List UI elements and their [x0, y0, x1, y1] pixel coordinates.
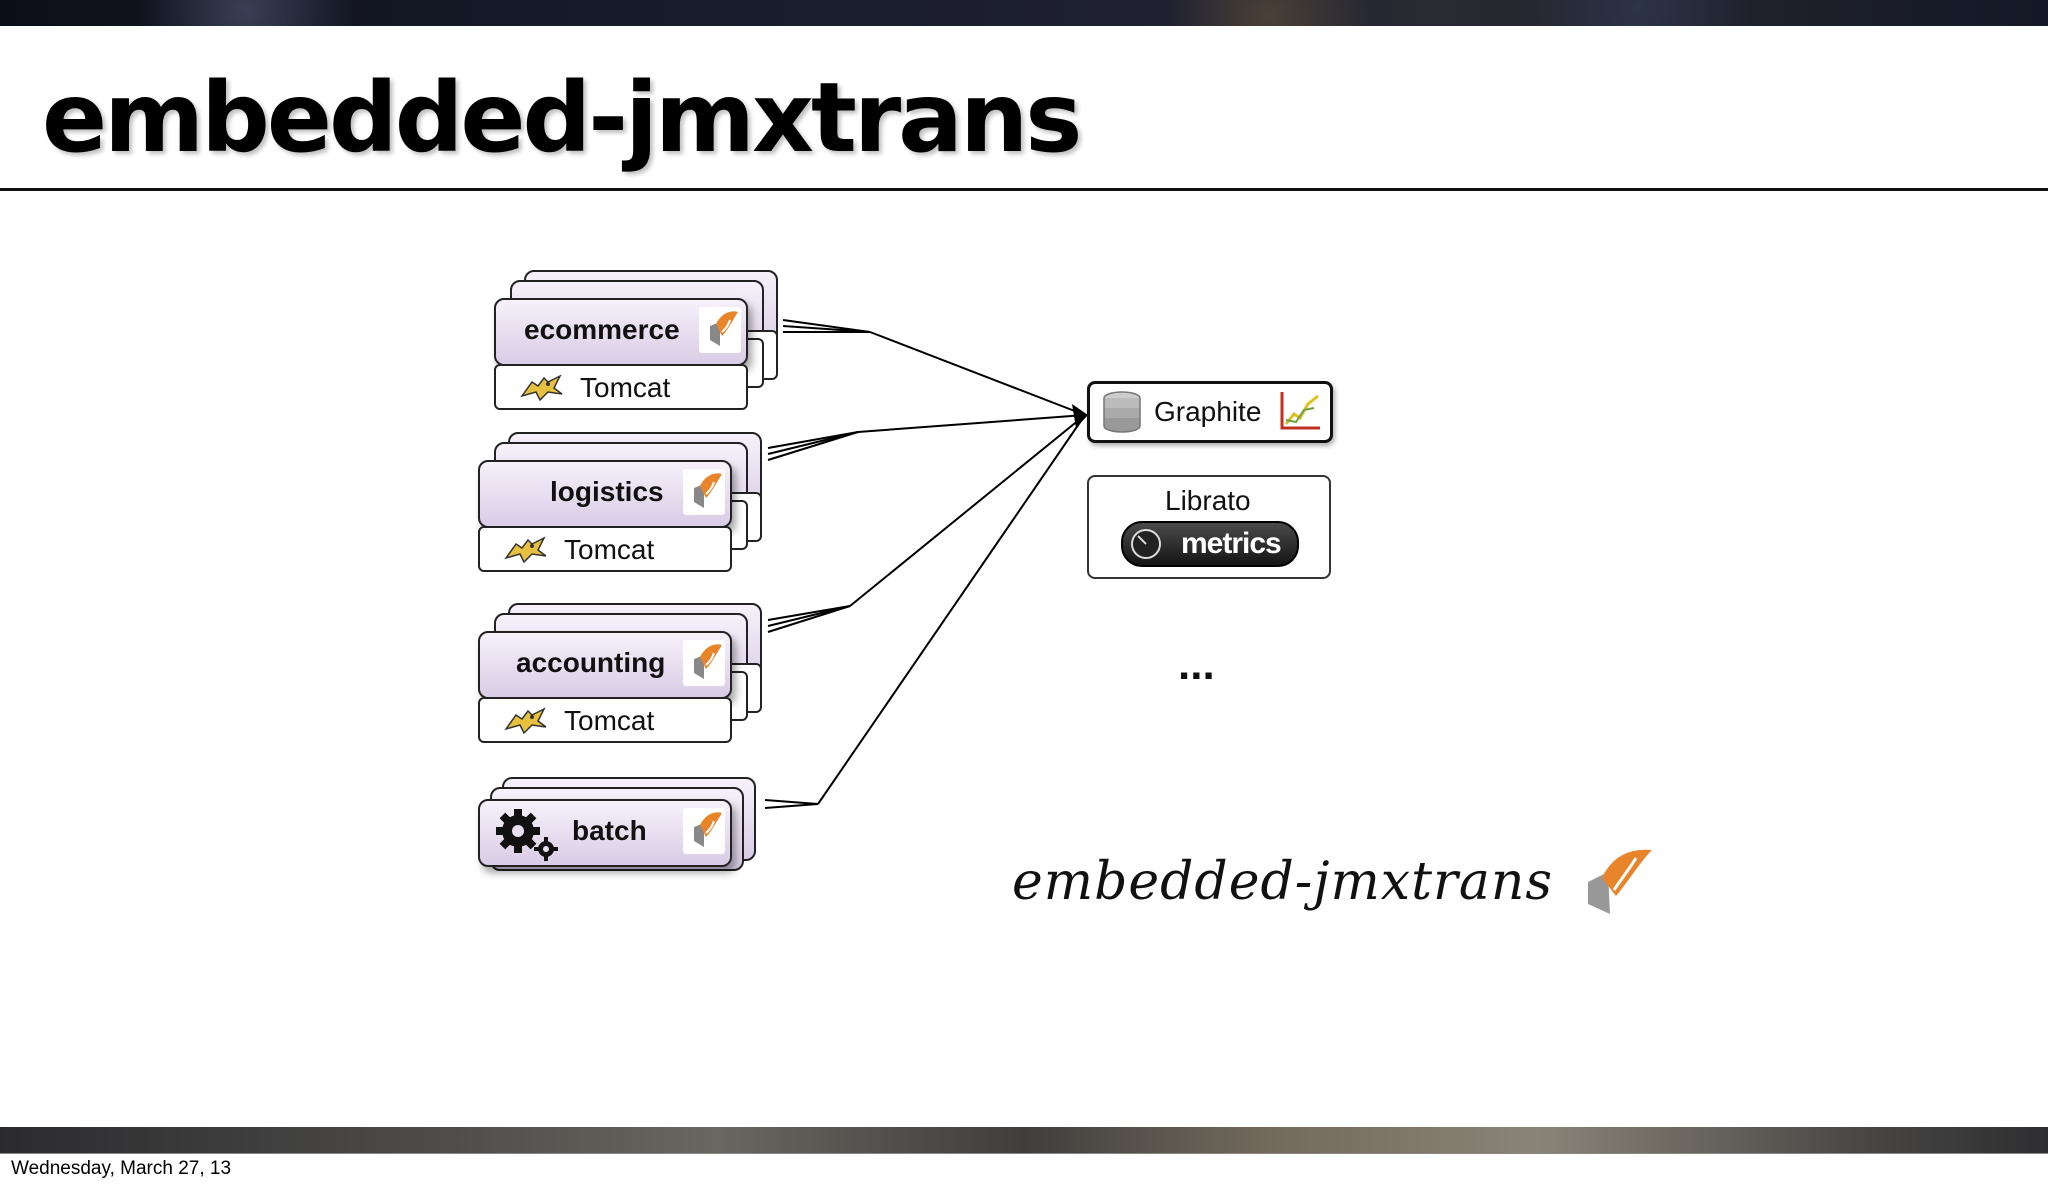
tomcat-cat-icon: [504, 536, 547, 564]
service-card-logistics: logistics: [478, 460, 732, 528]
space-banner-bottom: [0, 1127, 2048, 1153]
footer-date: Wednesday, March 27, 13: [11, 1158, 232, 1179]
accounting-wire: [849, 414, 1086, 607]
tomcat-cat-icon: [520, 374, 563, 402]
slide: embedded-jmxtrans: [0, 26, 2048, 1127]
footer-bar: [0, 1153, 2048, 1185]
jmxtrans-speaker-icon: [683, 469, 725, 515]
service-stack-logistics: logistics Tomcat: [474, 430, 774, 580]
service-stack-batch: batch: [474, 773, 774, 883]
arrowhead: [1072, 404, 1088, 428]
container-name: Tomcat: [580, 372, 671, 403]
destination-name: Graphite: [1154, 396, 1262, 427]
title-divider: [0, 188, 2048, 191]
service-name: ecommerce: [524, 314, 680, 345]
tomcat-cat-icon: [504, 707, 547, 735]
gear-icon: [496, 809, 558, 861]
container-name: Tomcat: [564, 705, 655, 736]
embedded-jmxtrans-logo-text: embedded-jmxtrans: [1012, 852, 1554, 912]
service-name: batch: [572, 815, 647, 846]
jmxtrans-speaker-icon: [683, 640, 725, 686]
destination-name: Librato: [1165, 485, 1251, 516]
metrics-logo: metrics: [1121, 521, 1299, 567]
database-icon: [1103, 391, 1141, 433]
more-destinations: ...: [1178, 640, 1215, 689]
batch-wire: [817, 414, 1086, 805]
ecommerce-wire: [869, 331, 1086, 416]
metrics-logo-text: metrics: [1181, 527, 1282, 560]
service-stack-accounting: accounting Tomcat: [474, 601, 774, 751]
service-name: accounting: [516, 647, 666, 678]
jmxtrans-speaker-icon: [683, 808, 725, 854]
jmxtrans-speaker-icon: [1588, 849, 1652, 914]
graph-chart-icon: [1280, 392, 1320, 430]
container-box-tomcat: Tomcat: [478, 526, 732, 572]
jmxtrans-speaker-icon: [699, 307, 741, 353]
destination-librato: Librato metrics: [1087, 475, 1331, 579]
container-box-tomcat: Tomcat: [494, 364, 748, 410]
container-box-tomcat: Tomcat: [478, 697, 732, 743]
space-banner-top: [0, 0, 2048, 26]
service-name: logistics: [550, 476, 664, 507]
service-stack-ecommerce: ecommerce Tomcat: [490, 268, 790, 418]
service-card-accounting: accounting: [478, 631, 732, 699]
logistics-wire: [857, 414, 1086, 433]
destination-graphite: Graphite: [1087, 381, 1333, 443]
gauge-icon: [1131, 529, 1161, 559]
slide-title: embedded-jmxtrans: [42, 62, 1082, 174]
container-name: Tomcat: [564, 534, 655, 565]
service-card-batch: batch: [478, 799, 732, 867]
service-card-ecommerce: ecommerce: [494, 298, 748, 366]
